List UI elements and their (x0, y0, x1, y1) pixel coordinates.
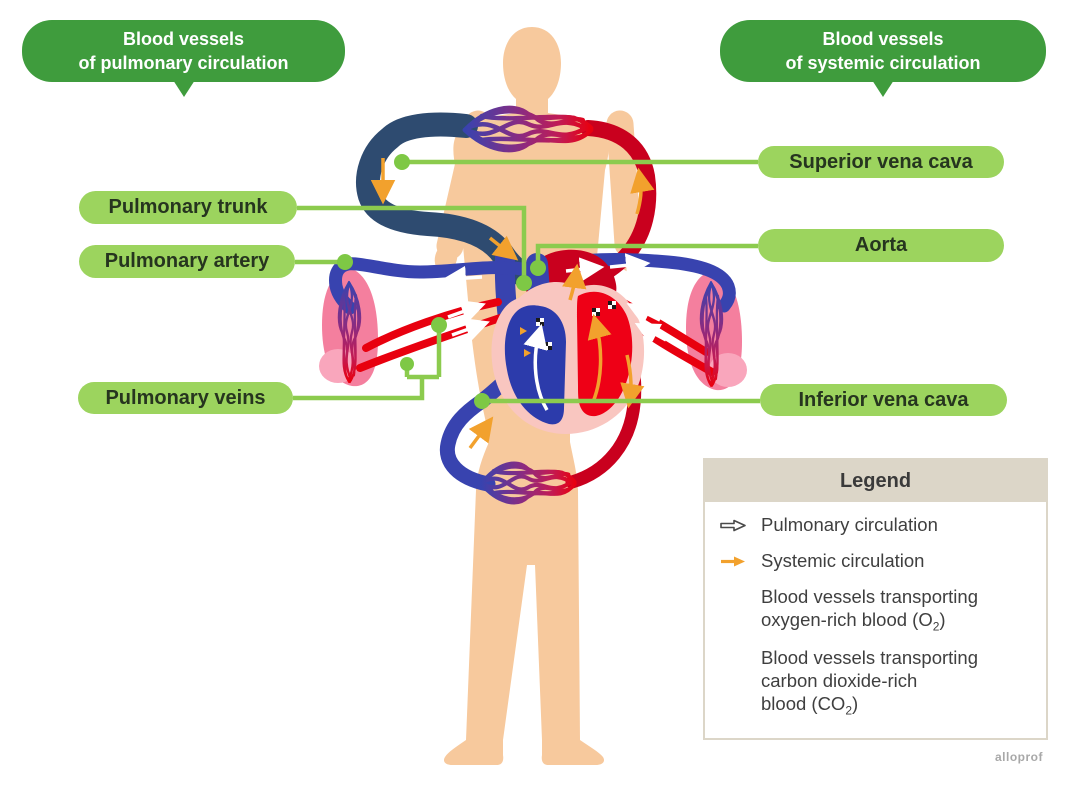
legend-item-label: Systemic circulation (761, 550, 925, 572)
veins-connector-line (293, 325, 442, 401)
heart-valve-icon (592, 308, 600, 316)
banner-tail (872, 80, 894, 97)
banner-line: Blood vessels (822, 28, 944, 49)
pulmonary-trunk-label: Pulmonary trunk (79, 191, 297, 224)
pulmonary-veins-label: Pulmonary veins (78, 382, 293, 414)
heart-valve-icon (608, 301, 616, 309)
systemic-flow-arrows (370, 158, 655, 450)
legend-title: Legend (705, 460, 1046, 502)
heart-valve-leaflet (520, 327, 527, 335)
alloprof-watermark: alloprof (995, 750, 1043, 764)
legend-item-pulmonary: Pulmonary circulation (719, 513, 1036, 538)
legend-item-label: Pulmonary circulation (761, 514, 938, 535)
banner-line: of systemic circulation (785, 53, 981, 73)
pulmonary-arrow-icon (719, 515, 749, 538)
banner-line: Blood vessels (122, 28, 245, 49)
legend-item-label: Blood vessels transporting oxygen-rich b… (761, 586, 978, 635)
legend-item-oxygen-rich: Blood vessels transporting oxygen-rich b… (719, 585, 1036, 635)
legend-item-co2-rich: Blood vessels transporting carbon dioxid… (719, 646, 1036, 719)
inferior-vena-cava-label: Inferior vena cava (760, 384, 1007, 416)
legend-panel: Legend Pulmonary circulation Systemic ci… (703, 458, 1048, 740)
pulmonary-circulation-banner: Blood vessels of pulmonary circulation (22, 20, 345, 97)
systemic-circulation-banner: Blood vessels of systemic circulation (720, 20, 1046, 97)
heart-valve-icon (536, 318, 544, 326)
pulmonary-flow-arrows (441, 253, 667, 411)
superior-vena-cava-label: Superior vena cava (758, 146, 1004, 178)
aorta-label: Aorta (758, 229, 1004, 262)
trunk-connector-line (297, 205, 527, 283)
legend-item-systemic: Systemic circulation (719, 549, 1036, 574)
label-connector-dots (337, 154, 546, 409)
heart-valve-leaflet (524, 349, 531, 357)
banner-tail (172, 80, 195, 97)
legend-item-label: Blood vessels transporting carbon dioxid… (761, 647, 978, 718)
banner-line: of pulmonary circulation (78, 53, 289, 73)
systemic-arrow-icon (719, 551, 749, 574)
heart-valve-icon (544, 342, 552, 350)
pulmonary-artery-label: Pulmonary artery (79, 245, 295, 278)
